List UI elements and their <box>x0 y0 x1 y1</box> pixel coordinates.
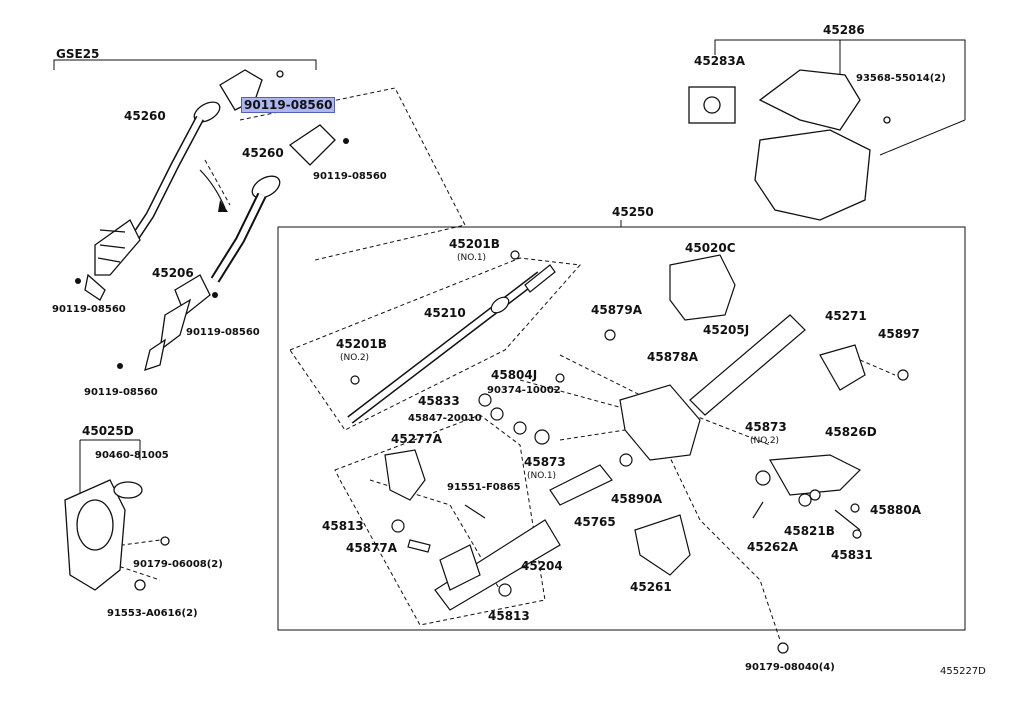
part-label-45821b[interactable]: 45821B <box>784 524 835 538</box>
part-label-90374-10002[interactable]: 90374-10002 <box>487 385 561 396</box>
part-label-90119-08560-highlighted[interactable]: 90119-08560 <box>241 97 336 113</box>
part-label-91553-a0616[interactable]: 91553-A0616(2) <box>107 608 198 619</box>
part-label-45873-no1[interactable]: 45873 <box>524 455 566 469</box>
part-label-90179-08040[interactable]: 90179-08040(4) <box>745 662 835 673</box>
variant-bracket <box>53 59 317 70</box>
part-label-45831[interactable]: 45831 <box>831 548 873 562</box>
part-label-90179-06008[interactable]: 90179-06008(2) <box>133 559 223 570</box>
part-label-45210[interactable]: 45210 <box>424 306 466 320</box>
column-tube-outline <box>334 414 546 626</box>
part-label-45283a[interactable]: 45283A <box>694 54 746 68</box>
part-label-45262a[interactable]: 45262A <box>747 540 799 554</box>
part-label-90119-08560-c[interactable]: 90119-08560 <box>52 304 126 315</box>
part-label-45765[interactable]: 45765 <box>574 515 616 529</box>
note-no2-b: (NO.2) <box>750 436 780 446</box>
part-label-45833[interactable]: 45833 <box>418 394 460 408</box>
part-label-45813-b[interactable]: 45813 <box>488 609 530 623</box>
part-label-93568-55014[interactable]: 93568-55014(2) <box>856 73 946 84</box>
part-label-45201b-no2[interactable]: 45201B <box>336 337 387 351</box>
part-label-45261[interactable]: 45261 <box>630 580 672 594</box>
main-shaft-outline <box>289 257 582 431</box>
part-label-91551-f0865[interactable]: 91551-F0865 <box>447 482 521 493</box>
part-label-45205j[interactable]: 45205J <box>703 323 750 337</box>
part-label-45847-20010[interactable]: 45847-20010 <box>408 413 482 424</box>
part-label-45020c[interactable]: 45020C <box>685 241 736 255</box>
part-label-45880a[interactable]: 45880A <box>870 503 922 517</box>
part-label-45890a[interactable]: 45890A <box>611 492 663 506</box>
part-label-45260-b[interactable]: 45260 <box>242 146 284 160</box>
part-label-90460-81005[interactable]: 90460-81005 <box>95 450 169 461</box>
part-label-45826d[interactable]: 45826D <box>825 425 877 439</box>
part-label-45813-a[interactable]: 45813 <box>322 519 364 533</box>
part-label-90119-08560-e[interactable]: 90119-08560 <box>84 387 158 398</box>
part-label-45271[interactable]: 45271 <box>825 309 867 323</box>
part-label-45250[interactable]: 45250 <box>612 205 654 219</box>
part-label-45201b-no1[interactable]: 45201B <box>449 237 500 251</box>
part-label-45897[interactable]: 45897 <box>878 327 920 341</box>
part-label-45878a[interactable]: 45878A <box>647 350 699 364</box>
part-label-45260-a[interactable]: 45260 <box>124 109 166 123</box>
note-no2-a: (NO.2) <box>340 353 370 363</box>
part-label-45873-no2[interactable]: 45873 <box>745 420 787 434</box>
part-label-90119-08560-b[interactable]: 90119-08560 <box>313 171 387 182</box>
part-label-45204[interactable]: 45204 <box>521 559 563 573</box>
note-no1-a: (NO.1) <box>457 253 487 263</box>
note-no1-b: (NO.1) <box>527 471 557 481</box>
part-label-45206[interactable]: 45206 <box>152 266 194 280</box>
part-label-45804j[interactable]: 45804J <box>491 368 538 382</box>
part-label-45879a[interactable]: 45879A <box>591 303 643 317</box>
part-label-45025d[interactable]: 45025D <box>82 424 134 438</box>
figure-code: 455227D <box>940 666 986 677</box>
variant-label: GSE25 <box>56 47 100 61</box>
part-label-45286[interactable]: 45286 <box>823 23 865 37</box>
part-label-90119-08560-d[interactable]: 90119-08560 <box>186 327 260 338</box>
part-label-45877a[interactable]: 45877A <box>346 541 398 555</box>
part-label-45277a[interactable]: 45277A <box>391 432 443 446</box>
